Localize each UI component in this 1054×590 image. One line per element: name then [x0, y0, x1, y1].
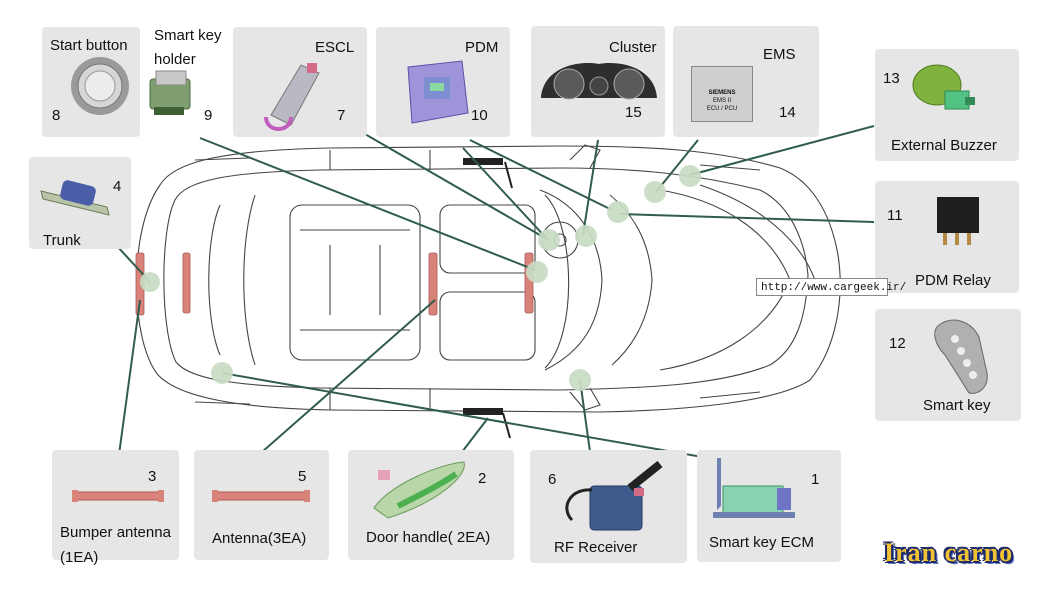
pdm-relay-panel: 11 PDM Relay: [875, 181, 1019, 293]
door-handle-label: Door handle( 2EA): [366, 529, 491, 546]
smart-key-ecm-icon: [713, 458, 795, 518]
door-handle-panel: 2 Door handle( 2EA): [348, 450, 514, 560]
pdm-panel: PDM 10: [376, 27, 510, 137]
external-buzzer-panel: 13 External Buzzer: [875, 49, 1019, 161]
pdm-relay-number: 11: [887, 207, 903, 224]
smart-key-ecm-number: 1: [811, 471, 820, 488]
cluster-icon: [541, 63, 657, 100]
ems-number: 14: [779, 104, 796, 121]
antenna-icon: [212, 490, 310, 502]
door-handle-number: 2: [478, 470, 487, 487]
escl-icon: [264, 63, 320, 131]
external-buzzer-label: External Buzzer: [891, 137, 997, 154]
bumper-antenna-label-2: (1EA): [60, 549, 99, 566]
pdm-number: 10: [471, 107, 488, 124]
rf-receiver-label: RF Receiver: [554, 539, 638, 556]
smart-key-icon: [934, 319, 988, 394]
bumper-antenna-icon: [72, 490, 164, 502]
pdm-relay-label: PDM Relay: [915, 272, 991, 289]
pdm-label: PDM: [465, 39, 499, 56]
ems-chip-brand: SIEMENS: [708, 90, 736, 96]
bumper-antenna-number: 3: [148, 468, 157, 485]
ems-label: EMS: [763, 46, 796, 63]
location-markers: [140, 165, 701, 391]
pdm-relay-icon: [937, 197, 979, 245]
smart-key-holder-number: 9: [204, 107, 213, 124]
antenna-panel: 5 Antenna(3EA): [194, 450, 329, 560]
trunk-number: 4: [113, 178, 122, 195]
external-buzzer-icon: [912, 64, 975, 110]
smart-key-holder-panel: Smart key holder 9: [140, 27, 230, 137]
bumper-antenna-label: Bumper antenna: [60, 524, 171, 541]
ems-chip-type: ECU / PCU: [706, 106, 738, 112]
cluster-label: Cluster: [609, 39, 657, 56]
rf-receiver-number: 6: [548, 471, 557, 488]
start-button-label: Start button: [50, 37, 128, 54]
escl-panel: ESCL 7: [233, 27, 367, 137]
escl-label: ESCL: [315, 39, 355, 56]
trunk-icon: [40, 180, 110, 216]
car-outline: [136, 144, 841, 413]
smart-key-holder-label: Smart key: [154, 27, 222, 44]
start-button-number: 8: [52, 107, 61, 124]
start-button-panel: Start button 8: [42, 27, 140, 137]
smart-key-holder-label-2: holder: [154, 51, 196, 68]
door-handle-icon: [373, 461, 465, 519]
ems-panel: EMS SIEMENS EMS II ECU / PCU 14: [673, 26, 819, 137]
smart-key-holder-icon: [149, 70, 191, 115]
antenna-label: Antenna(3EA): [212, 530, 307, 547]
trunk-label: Trunk: [43, 232, 81, 249]
bumper-antenna-panel: 3 Bumper antenna (1EA): [52, 450, 179, 566]
ems-icon: SIEMENS EMS II ECU / PCU: [691, 66, 753, 122]
antenna-number: 5: [298, 468, 307, 485]
smart-key-number: 12: [889, 335, 906, 352]
smart-key-ecm-label: Smart key ECM: [709, 534, 815, 551]
cluster-number: 15: [625, 104, 642, 121]
ems-chip-model: EMS II: [712, 98, 731, 104]
brand-logo: Iran carno: [884, 538, 1014, 567]
trunk-panel: 4 Trunk: [29, 157, 131, 249]
escl-number: 7: [337, 107, 346, 124]
smart-key-ecm-panel: 1 Smart key ECM: [697, 450, 841, 562]
rf-receiver-icon: [565, 460, 663, 531]
watermark-url: http://www.cargeek.ir/: [756, 278, 906, 296]
smart-key-panel: 12 Smart key: [875, 309, 1021, 421]
door-handle-marks: [463, 158, 513, 439]
start-button-icon: [71, 57, 129, 115]
smart-key-label: Smart key: [923, 397, 991, 414]
cluster-panel: Cluster 15: [531, 26, 665, 137]
pdm-icon: [407, 60, 469, 124]
car-antennas: [135, 252, 534, 316]
external-buzzer-number: 13: [883, 70, 900, 87]
leader-lines: [94, 125, 875, 467]
rf-receiver-panel: 6 RF Receiver: [530, 450, 687, 563]
